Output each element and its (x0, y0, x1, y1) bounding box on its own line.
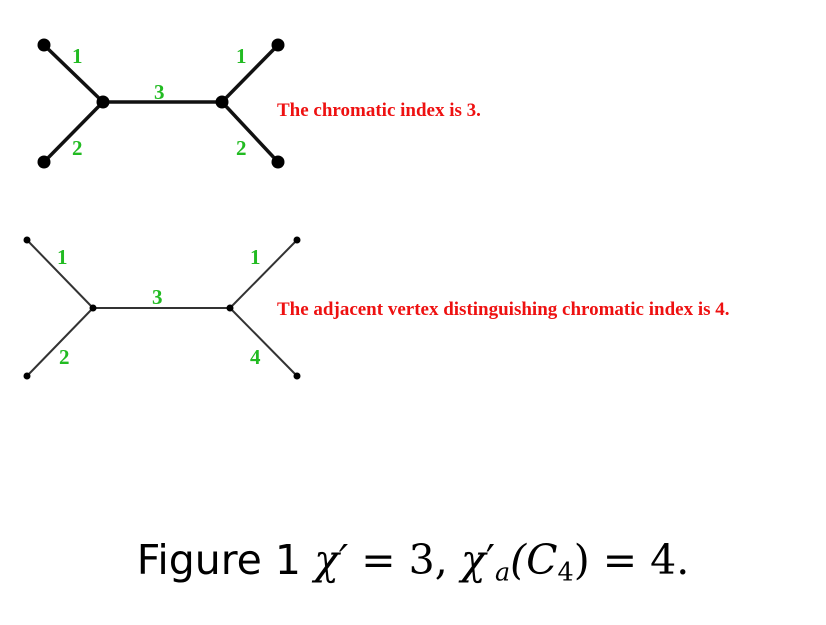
edge-bottom-right-upper (229, 239, 298, 309)
edge-top-left-upper (42, 43, 105, 104)
edge-label-bottom-left-lower: 2 (59, 345, 70, 369)
vertex-top-2 (37, 155, 51, 169)
caption-chi: χ′ (314, 536, 349, 584)
edge-label-bottom-middle: 3 (152, 285, 163, 309)
edge-bottom-left-upper (26, 239, 94, 309)
vertex-top-6 (271, 155, 285, 169)
note-top: The chromatic index is 3. (277, 100, 481, 121)
edge-top-left-lower (42, 100, 105, 164)
edge-label-top-left-upper: 1 (72, 44, 83, 68)
edge-top-right-lower (220, 100, 280, 164)
caption-eq: = 3, (361, 536, 448, 584)
vertex-top-1 (37, 38, 51, 52)
vertex-bottom-6 (293, 372, 301, 380)
caption-math: χ′ = 3, χ′a(C4) = 4. (314, 536, 690, 587)
graph-bottom: 1 2 3 1 4 The adjacent vertex distinguis… (23, 236, 730, 380)
graph-top: 1 2 3 1 2 The chromatic index is 3. (37, 38, 481, 169)
edge-label-top-middle: 3 (154, 80, 165, 104)
caption-prefix: Figure 1 (136, 536, 302, 584)
vertex-top-5 (271, 38, 285, 52)
edge-bottom-left-lower (26, 307, 94, 377)
caption-sub: a (495, 556, 511, 587)
note-bottom: The adjacent vertex distinguishing chrom… (277, 299, 730, 320)
vertex-bottom-5 (293, 236, 301, 244)
edge-label-top-right-upper: 1 (236, 44, 247, 68)
vertex-bottom-4 (226, 304, 234, 312)
vertex-top-4 (215, 95, 229, 109)
edge-bottom-right-lower (229, 307, 298, 377)
edge-label-top-right-lower: 2 (236, 136, 247, 160)
edge-label-top-left-lower: 2 (72, 136, 83, 160)
edge-label-bottom-right-upper: 1 (250, 245, 261, 269)
caption-arg: (C (510, 536, 558, 584)
caption-prime: ′ (485, 536, 496, 584)
caption-result: = 4. (602, 536, 690, 584)
caption-chi-a: χ (460, 536, 486, 584)
edge-label-bottom-left-upper: 1 (57, 245, 68, 269)
edge-label-bottom-right-lower: 4 (250, 345, 261, 369)
vertex-bottom-1 (23, 236, 31, 244)
caption-arg-sub: 4 (557, 556, 574, 587)
edge-top-right-upper (220, 43, 280, 104)
vertex-bottom-2 (23, 372, 31, 380)
vertex-top-3 (96, 95, 110, 109)
caption-close: ) (573, 536, 590, 584)
figure-caption: Figure 1 χ′ = 3, χ′a(C4) = 4. (0, 536, 826, 587)
vertex-bottom-3 (89, 304, 97, 312)
